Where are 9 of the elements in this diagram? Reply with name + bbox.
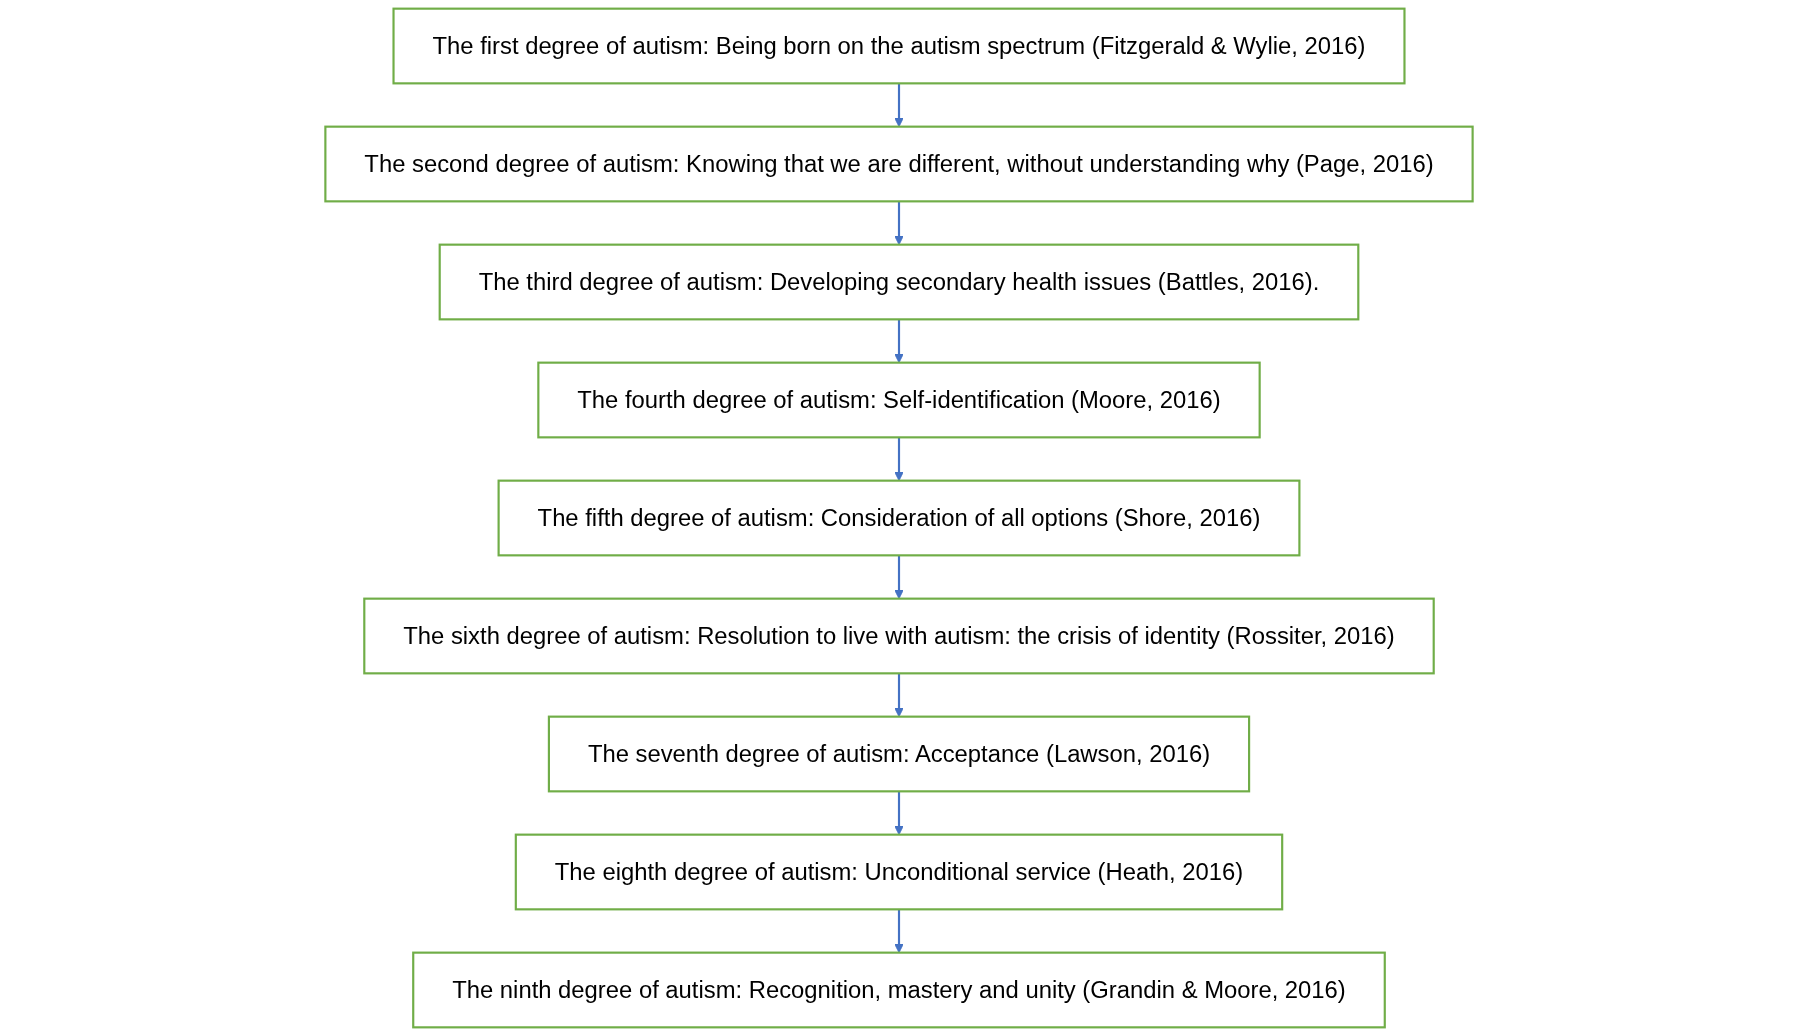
node-box: The second degree of autism: Knowing that we are different, without understanding why (Page, 2016) bbox=[324, 125, 1474, 203]
node-box: The first degree of autism: Being born on the autism spectrum (Fitzgerald & Wylie, 2016) bbox=[392, 7, 1406, 85]
node-box: The third degree of autism: Developing secondary health issues (Battles, 2016). bbox=[438, 243, 1360, 321]
node-box: The fourth degree of autism: Self-identification (Moore, 2016) bbox=[537, 361, 1261, 439]
node-box: The seventh degree of autism: Acceptance (Lawson, 2016) bbox=[547, 715, 1251, 793]
node-box: The fifth degree of autism: Consideration of all options (Shore, 2016) bbox=[497, 479, 1301, 557]
node-box: The eighth degree of autism: Unconditional service (Heath, 2016) bbox=[514, 833, 1284, 911]
node-box: The sixth degree of autism: Resolution to live with autism: the crisis of identity (Rossiter, 2016) bbox=[363, 597, 1435, 675]
node-box: The ninth degree of autism: Recognition, mastery and unity (Grandin & Moore, 2016) bbox=[412, 951, 1386, 1029]
